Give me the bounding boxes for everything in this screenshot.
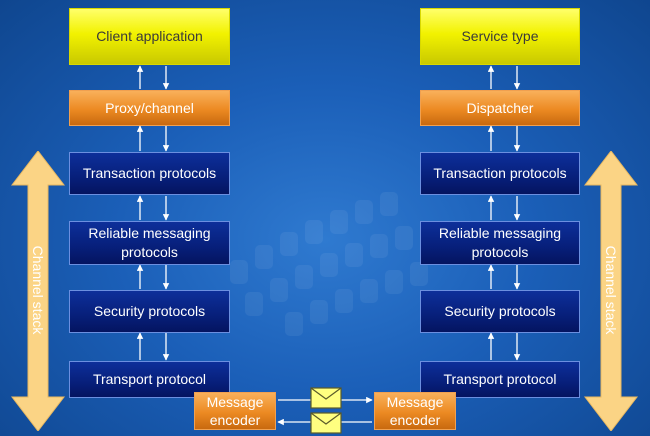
proxy-channel-box: Proxy/channel	[69, 90, 230, 126]
service-type-box: Service type	[420, 8, 580, 65]
right-transport-protocol-box: Transport protocol	[420, 361, 580, 398]
right-channel-stack-label: Channel stack	[603, 245, 619, 335]
right-security-protocols-box: Security protocols	[420, 290, 580, 333]
right-transaction-protocols-box: Transaction protocols	[420, 152, 580, 195]
client-application-box: Client application	[69, 8, 230, 65]
left-channel-stack-arrow	[10, 151, 66, 431]
left-transport-protocol-box: Transport protocol	[69, 361, 230, 398]
left-channel-stack-label: Channel stack	[30, 245, 46, 335]
envelope-icon	[310, 412, 342, 434]
left-transaction-protocols-box: Transaction protocols	[69, 152, 230, 195]
right-channel-stack-arrow	[583, 151, 639, 431]
dispatcher-box: Dispatcher	[420, 90, 580, 126]
left-reliable-messaging-box: Reliable messaging protocols	[69, 221, 230, 265]
right-reliable-messaging-box: Reliable messaging protocols	[420, 221, 580, 265]
left-security-protocols-box: Security protocols	[69, 290, 230, 333]
right-message-encoder-box: Message encoder	[374, 392, 456, 430]
left-message-encoder-box: Message encoder	[194, 392, 276, 430]
envelope-icon	[310, 387, 342, 409]
